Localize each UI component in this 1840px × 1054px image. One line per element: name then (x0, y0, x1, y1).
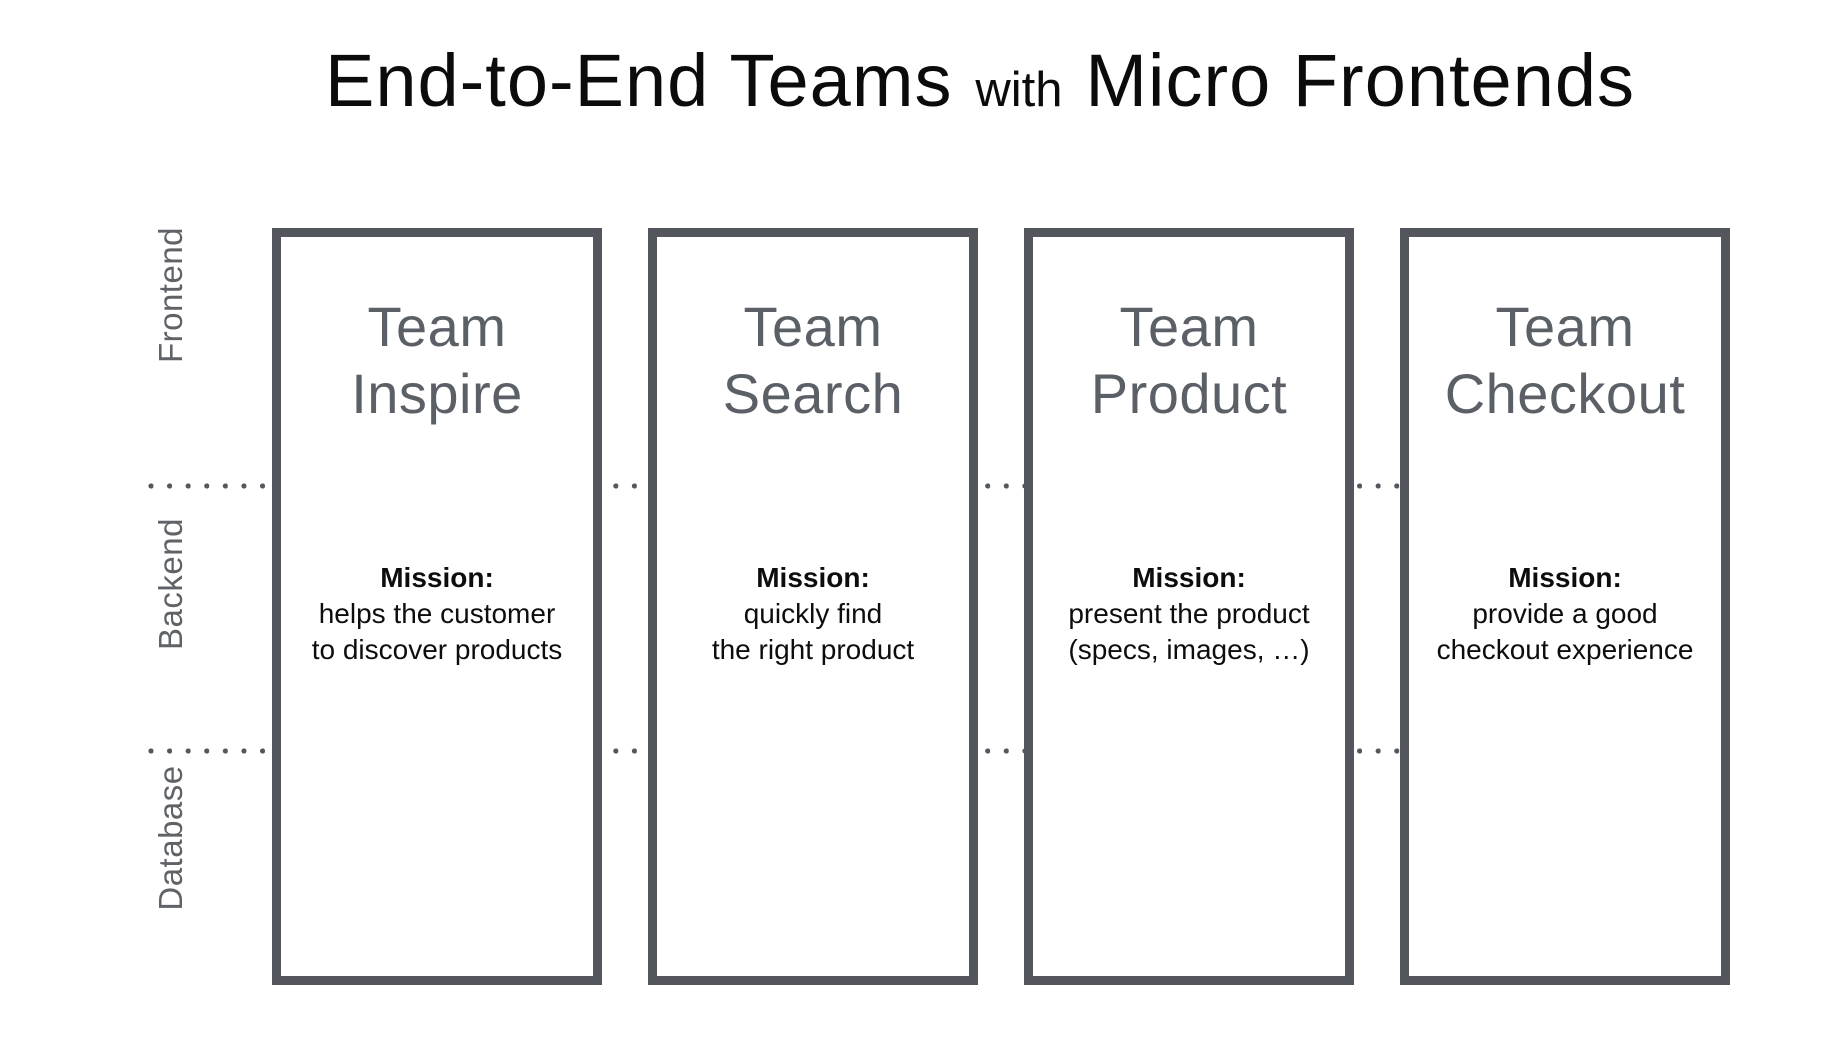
layer-label-backend-text: Backend (152, 518, 189, 650)
mission-inspire: Mission: helps the customer to discover … (281, 560, 593, 668)
mission-label: Mission: (756, 562, 870, 593)
mission-search: Mission: quickly find the right product (657, 560, 969, 668)
team-box-checkout: Team Checkout Mission: provide a good ch… (1400, 228, 1730, 985)
team-name-line: Team (1495, 295, 1635, 358)
mission-line: the right product (711, 634, 915, 665)
title-connector: with (975, 63, 1063, 117)
team-name-line: Inspire (351, 362, 523, 425)
title-main-left: End-to-End Teams (324, 39, 953, 122)
mission-line: checkout experience (1436, 634, 1694, 665)
title-main-right: Micro Frontends (1085, 39, 1636, 122)
diagram-title: End-to-End Teams with Micro Frontends (120, 38, 1840, 123)
mission-product: Mission: present the product (specs, ima… (1033, 560, 1345, 668)
mission-line: provide a good (1472, 598, 1658, 629)
team-name-line: Search (722, 362, 904, 425)
mission-label: Mission: (1132, 562, 1246, 593)
team-name-inspire: Team Inspire (281, 293, 593, 427)
team-name-search: Team Search (657, 293, 969, 427)
mission-line: to discover products (311, 634, 563, 665)
mission-line: (specs, images, …) (1068, 634, 1310, 665)
team-box-search: Team Search Mission: quickly find the ri… (648, 228, 978, 985)
mission-label: Mission: (1508, 562, 1622, 593)
mission-line: helps the customer (318, 598, 556, 629)
team-name-product: Team Product (1033, 293, 1345, 427)
team-name-line: Checkout (1444, 362, 1686, 425)
layer-label-frontend-text: Frontend (152, 226, 189, 364)
team-name-line: Team (743, 295, 883, 358)
team-box-inspire: Team Inspire Mission: helps the customer… (272, 228, 602, 985)
team-name-line: Product (1090, 362, 1288, 425)
mission-line: present the product (1068, 598, 1310, 629)
team-name-line: Team (367, 295, 507, 358)
mission-line: quickly find (743, 598, 883, 629)
mission-label: Mission: (380, 562, 494, 593)
team-name-line: Team (1119, 295, 1259, 358)
layer-label-database-text: Database (152, 765, 189, 911)
team-name-checkout: Team Checkout (1409, 293, 1721, 427)
team-box-product: Team Product Mission: present the produc… (1024, 228, 1354, 985)
mission-checkout: Mission: provide a good checkout experie… (1409, 560, 1721, 668)
